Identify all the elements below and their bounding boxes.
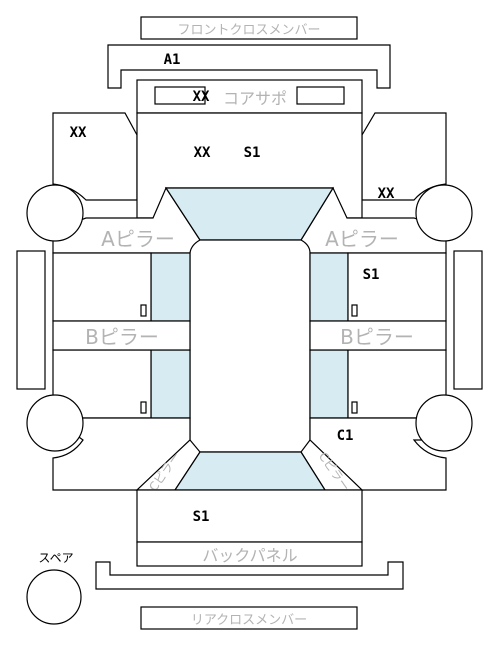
hood-code-left: XX xyxy=(194,145,211,161)
trunk-code: S1 xyxy=(193,509,210,525)
rear-cross-member-label: リアクロスメンバー xyxy=(191,613,307,628)
right-front-door-code: S1 xyxy=(363,267,380,283)
front-cross-member-panel[interactable] xyxy=(140,16,358,40)
spare-tire-label: スペア xyxy=(38,551,73,565)
headlight-right[interactable] xyxy=(296,86,345,105)
trunk-lid[interactable] xyxy=(136,489,363,543)
right-front-door-handle[interactable] xyxy=(351,304,358,317)
left-front-door[interactable] xyxy=(52,252,152,322)
a-pillar-left-label: Aピラー xyxy=(101,227,175,251)
front-bumper-code: A1 xyxy=(164,52,181,68)
front-left-wheel[interactable] xyxy=(26,184,84,242)
b-pillar-right-panel[interactable] xyxy=(309,320,447,351)
rear-bumper[interactable] xyxy=(95,561,404,590)
rear-cross-member-panel[interactable] xyxy=(140,606,358,630)
rear-window[interactable] xyxy=(173,451,327,491)
b-pillar-left-panel[interactable] xyxy=(52,320,191,351)
left-rear-door-glass[interactable] xyxy=(150,349,191,419)
left-front-door-handle[interactable] xyxy=(140,304,147,317)
radiator-core-support[interactable] xyxy=(136,79,363,114)
rear-right-wheel[interactable] xyxy=(415,394,473,452)
left-front-door-glass[interactable] xyxy=(150,252,191,322)
right-rear-door-handle[interactable] xyxy=(351,401,358,414)
front-right-wheel[interactable] xyxy=(415,184,473,242)
front-bumper[interactable] xyxy=(107,44,391,89)
spare-tire[interactable] xyxy=(26,569,82,625)
roof[interactable] xyxy=(189,239,311,453)
left-rear-door-handle[interactable] xyxy=(140,401,147,414)
front-cross-member-label: フロントクロスメンバー xyxy=(177,23,320,38)
b-pillar-left-label: Bピラー xyxy=(85,325,159,349)
right-side-sill[interactable] xyxy=(453,250,483,390)
core-support-code: XX xyxy=(193,89,210,105)
a-pillar-right-label: Aピラー xyxy=(325,227,399,251)
front-right-fender[interactable] xyxy=(361,112,447,201)
back-panel-label: バックパネル xyxy=(202,546,297,565)
back-panel[interactable] xyxy=(136,541,363,567)
b-pillar-right-label: Bピラー xyxy=(340,325,414,349)
left-side-sill[interactable] xyxy=(16,250,46,390)
right-front-door-glass[interactable] xyxy=(309,252,349,322)
hood-code-right: S1 xyxy=(244,145,261,161)
right-front-door[interactable] xyxy=(347,252,447,322)
right-rear-door-glass[interactable] xyxy=(309,349,349,419)
front-left-fender-code: XX xyxy=(70,125,87,141)
front-right-fender-code: XX xyxy=(378,186,395,202)
headlight-left[interactable] xyxy=(154,86,206,105)
rear-right-quarter-code: C1 xyxy=(337,428,354,444)
core-support-label: コアサポ xyxy=(223,89,287,108)
rear-left-wheel[interactable] xyxy=(26,394,84,452)
